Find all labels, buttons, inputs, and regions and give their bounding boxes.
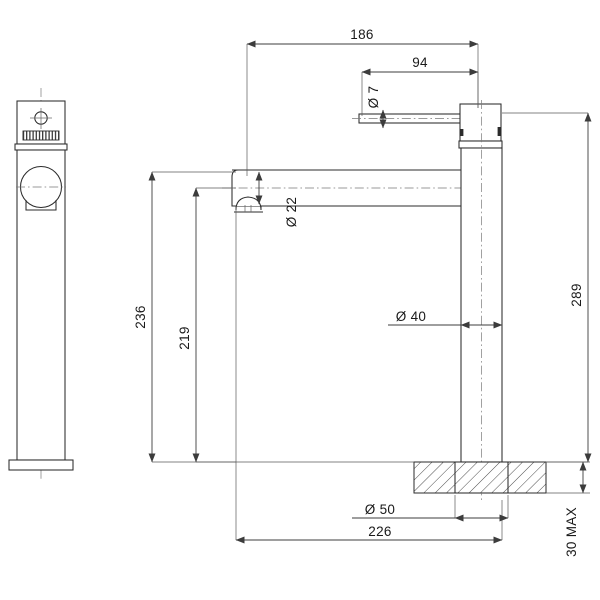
dim-label-dia22: Ø 22 — [284, 197, 299, 227]
dim-label-219: 219 — [177, 326, 192, 349]
dim-label-226: 226 — [368, 524, 391, 539]
dimension-lines — [148, 40, 592, 544]
handle-base-ring — [14, 143, 68, 151]
dim-label-94: 94 — [412, 55, 428, 70]
cap-notch-left — [460, 129, 464, 136]
dim-label-dia50: Ø 50 — [365, 502, 395, 517]
dim-label-289: 289 — [569, 283, 584, 306]
cap-notch-right — [497, 127, 501, 136]
extension-lines — [152, 44, 590, 540]
dimension-labels: 186 94 Ø 7 Ø 22 236 219 Ø 40 289 30 MAX … — [133, 27, 584, 557]
dim-label-dia7: Ø 7 — [366, 86, 381, 109]
base-plate-front — [8, 459, 74, 471]
dim-label-dia40: Ø 40 — [396, 309, 426, 324]
dim-label-186: 186 — [350, 27, 373, 42]
spout-aerator-slots — [244, 205, 252, 212]
spout-aerator-detail — [235, 196, 262, 211]
dim-label-30max: 30 MAX — [564, 507, 579, 557]
front-elevation-view — [8, 88, 74, 480]
handle-cap-collar — [458, 140, 503, 149]
bench-section-hatched — [413, 461, 547, 494]
dim-label-236: 236 — [133, 305, 148, 328]
handle-cap-cylinder — [459, 103, 502, 142]
handle-knurled-band — [22, 130, 60, 141]
column-body-front — [16, 149, 66, 461]
spout-outlet-skirt — [25, 200, 57, 211]
side-elevation-view — [222, 100, 547, 500]
